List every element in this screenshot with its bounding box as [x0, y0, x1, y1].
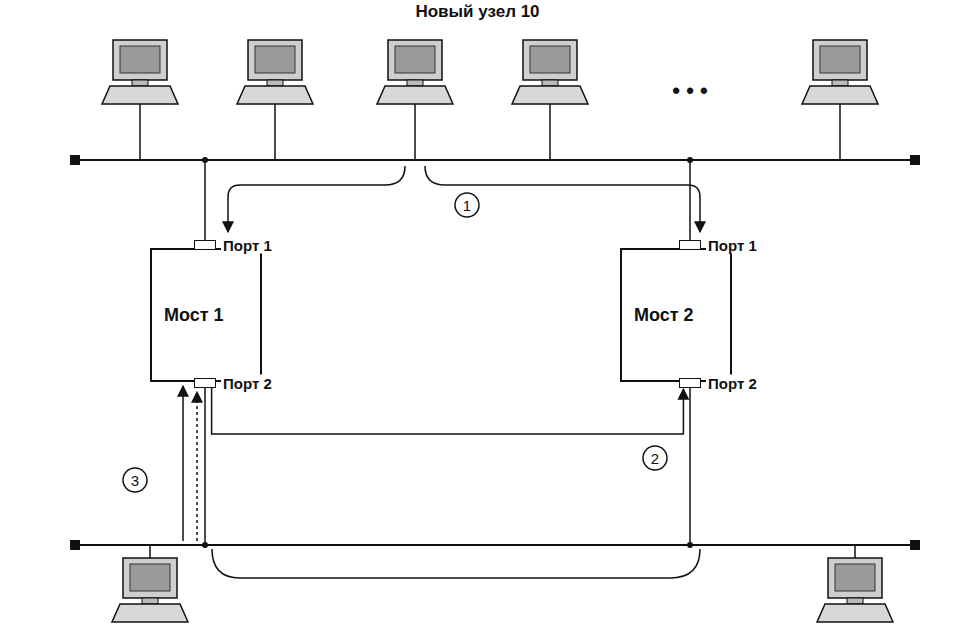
- computer-icon: [512, 40, 588, 160]
- junction-dot: [202, 542, 208, 548]
- callout-number: 1: [463, 197, 471, 214]
- port-wire: [204, 160, 206, 240]
- port-wire: [689, 388, 691, 545]
- top-bus: [75, 159, 915, 161]
- port-box: Порт 2: [679, 378, 701, 388]
- frame-path-dotted-arrow: [196, 392, 198, 541]
- bridge-box: Мост 1: [150, 248, 262, 382]
- callout-number: 2: [651, 450, 659, 467]
- port-box: Порт 2: [194, 378, 216, 388]
- computer-icon: [817, 545, 893, 622]
- computer-icon: [112, 545, 188, 622]
- callout-circle: [123, 468, 147, 492]
- callout-circle: [643, 446, 667, 470]
- junction-dot: [202, 157, 208, 163]
- junction-dot: [687, 542, 693, 548]
- frame-path-arrow: [228, 166, 405, 232]
- computer-icon: [802, 40, 878, 160]
- bus-terminator: [910, 155, 920, 165]
- bridge-box: Мост 2: [620, 248, 732, 382]
- callout-circle: [455, 193, 479, 217]
- ellipsis-dots: • • •: [650, 78, 730, 104]
- bridge-label: Мост 2: [622, 305, 706, 326]
- callout-number: 3: [131, 472, 139, 489]
- bus-terminator: [70, 540, 80, 550]
- frame-path-arrow: [425, 166, 700, 232]
- bus-terminator: [70, 155, 80, 165]
- computer-icon: [377, 40, 453, 160]
- port-wire: [204, 388, 206, 545]
- port-box: Порт 1: [194, 240, 216, 250]
- bridge-label: Мост 1: [152, 305, 236, 326]
- port-label: Порт 1: [221, 237, 274, 254]
- frame-path-arrow: [212, 388, 684, 434]
- bottom-bus: [75, 544, 915, 546]
- port-label: Порт 1: [706, 237, 759, 254]
- title-label: Новый узел 10: [0, 2, 955, 22]
- port-wire: [689, 160, 691, 240]
- port-label: Порт 2: [221, 375, 274, 392]
- bus-terminator: [910, 540, 920, 550]
- port-box: Порт 1: [679, 240, 701, 250]
- computer-icon: [102, 40, 178, 160]
- frame-path-arrow: [182, 386, 184, 541]
- computer-icon: [237, 40, 313, 160]
- frame-path: [212, 549, 700, 578]
- junction-dot: [687, 157, 693, 163]
- port-label: Порт 2: [706, 375, 759, 392]
